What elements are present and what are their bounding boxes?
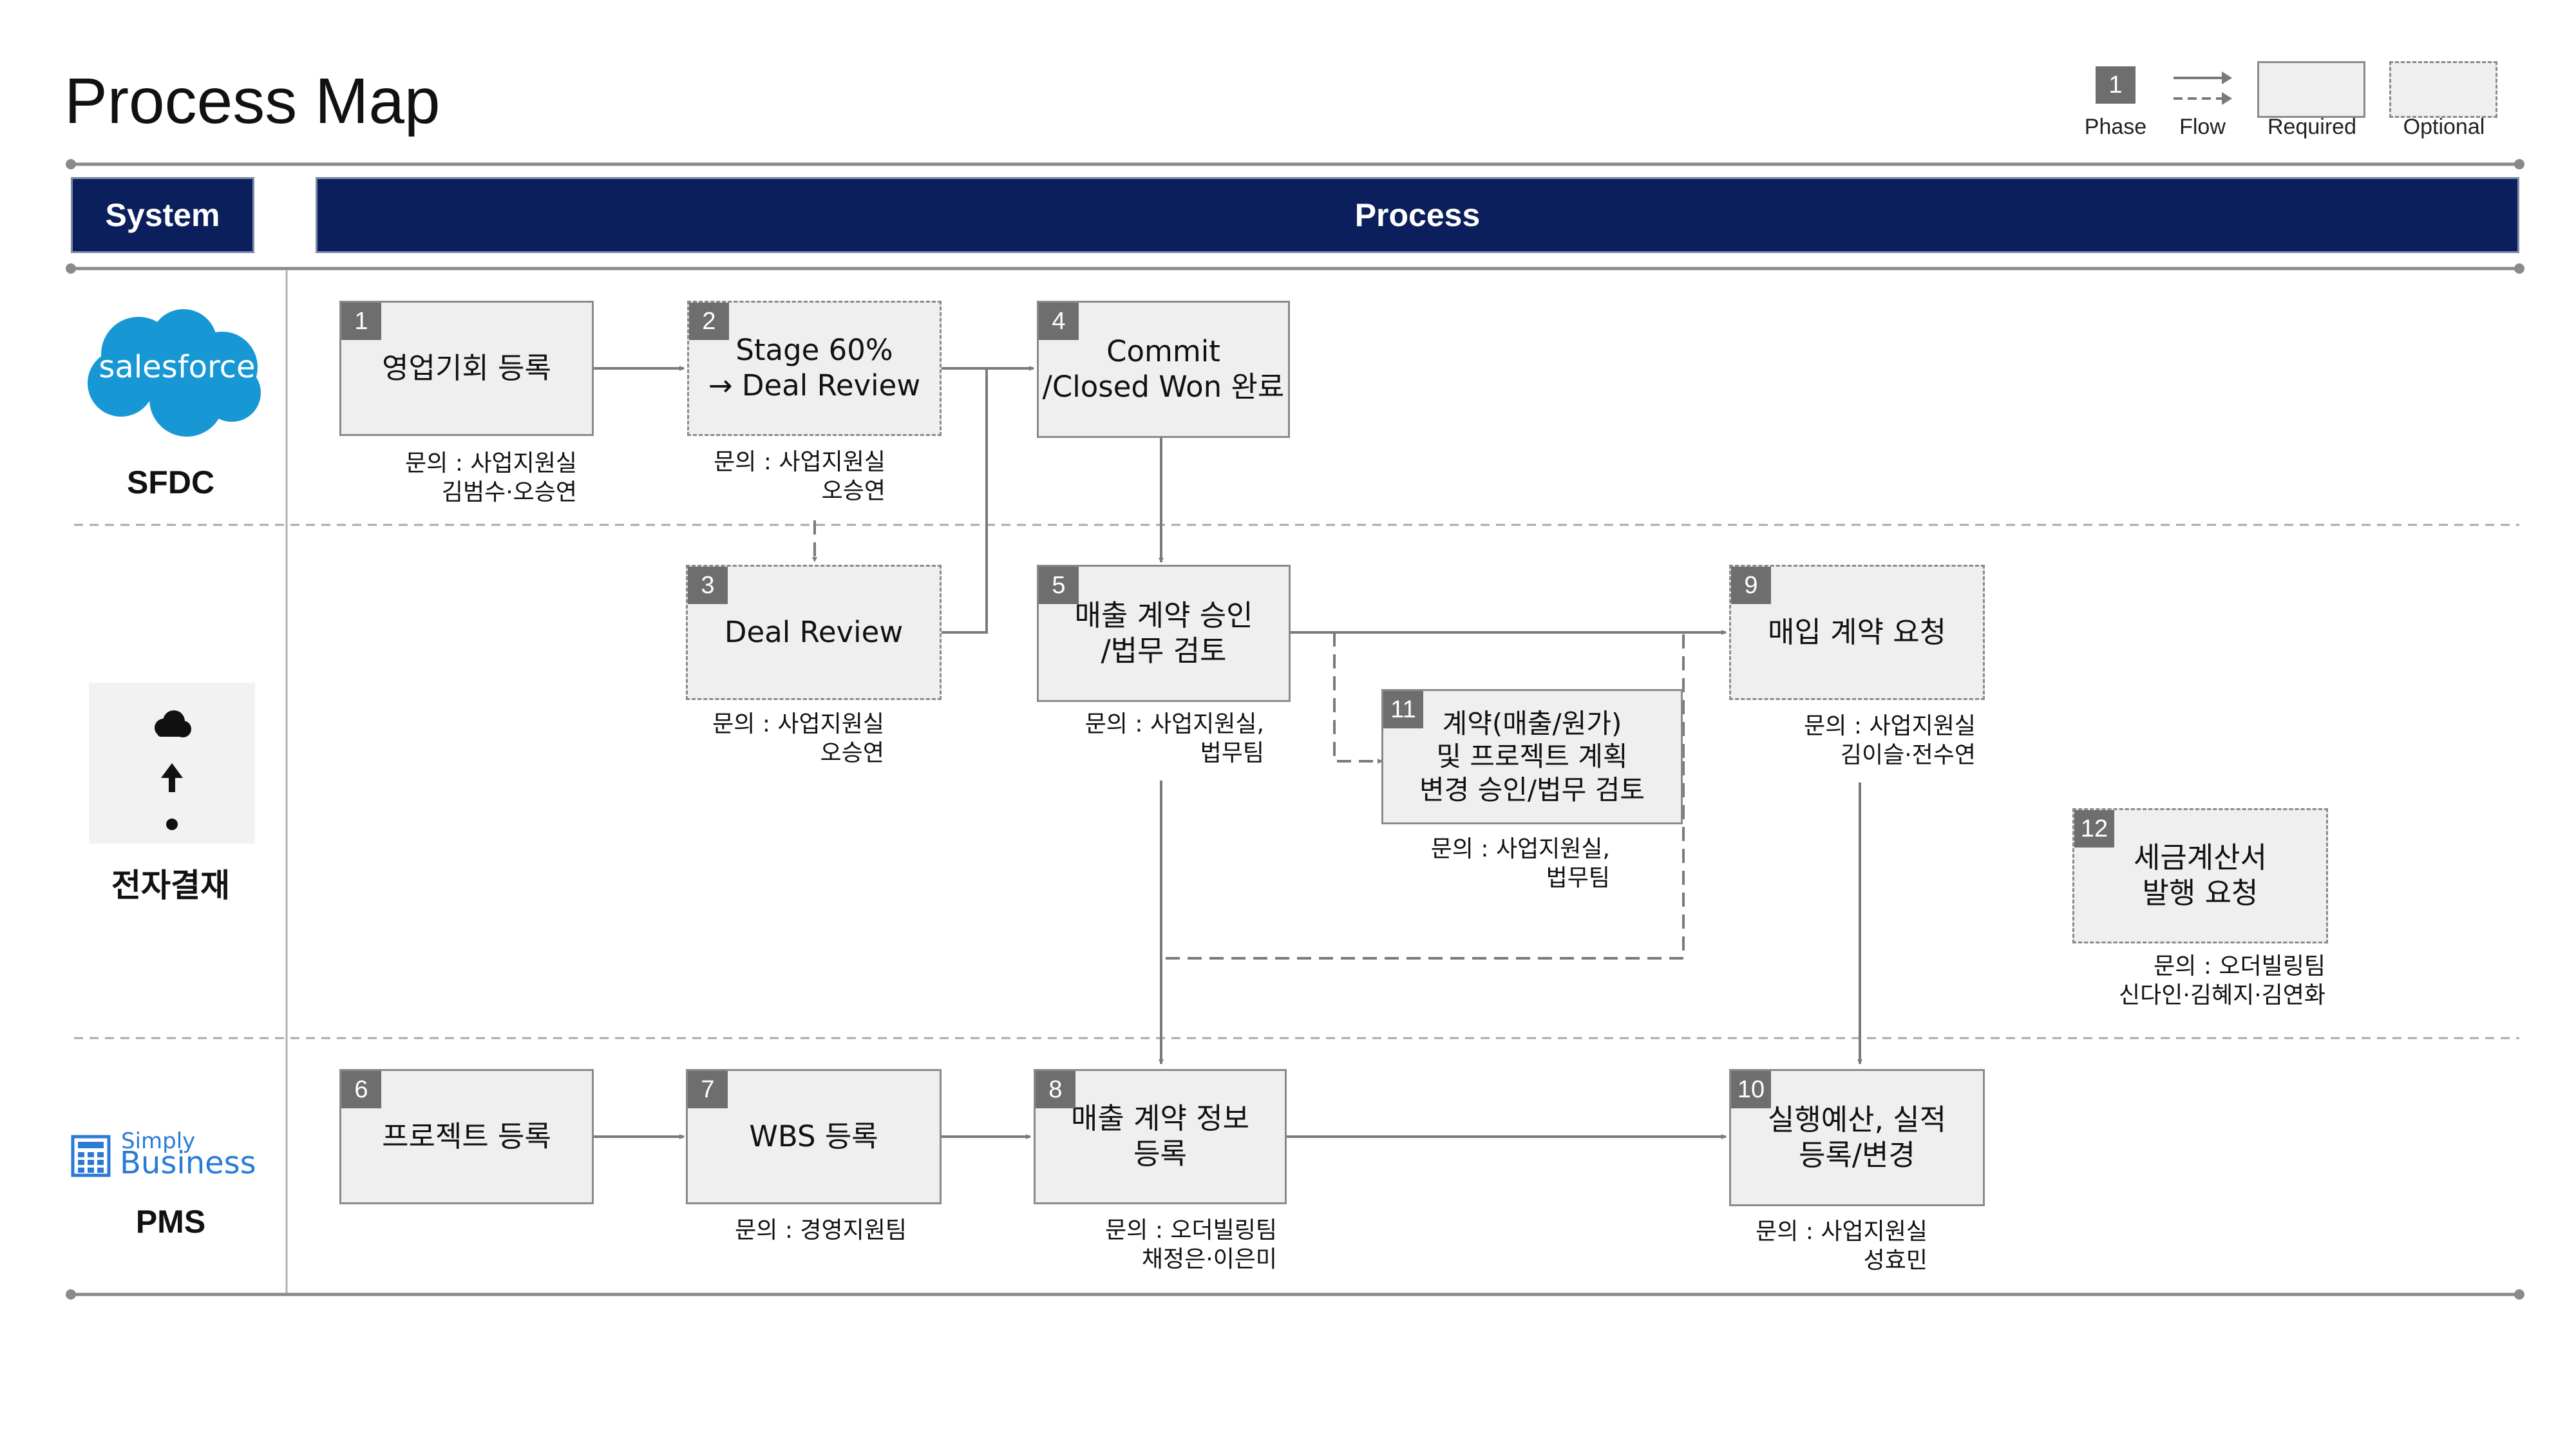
legend: 1 Phase Flow Required Optional (2061, 61, 2524, 151)
step-11-box[interactable]: 계약(매출/원가) 및 프로젝트 계획 변경 승인/법무 검토 (1381, 689, 1683, 824)
step-3-box[interactable]: Deal Review (686, 565, 942, 700)
step-8-note: 문의 : 오더빌링팀 채정은·이은미 (1105, 1217, 1277, 1273)
step-6-box[interactable]: 프로젝트 등록 (339, 1069, 594, 1204)
step-7-label: WBS 등록 (749, 1119, 878, 1153)
step-6-badge: 6 (341, 1071, 381, 1108)
step-10-badge: 10 (1731, 1071, 1771, 1108)
step-10-note: 문의 : 사업지원실 성효민 (1756, 1218, 1927, 1274)
step-3-label: Deal Review (724, 614, 904, 649)
system-header: System (71, 177, 254, 253)
step-9-note: 문의 : 사업지원실 김이슬·전수연 (1804, 713, 1976, 768)
legend-flow-label: Flow (2179, 115, 2226, 139)
step-7-badge: 7 (688, 1071, 728, 1108)
calculator-icon (71, 1135, 111, 1177)
step-1-box[interactable]: 영업기회 등록 (339, 301, 594, 436)
step-5-label: 매출 계약 승인 /법무 검토 (1074, 598, 1253, 668)
step-5-badge: 5 (1039, 567, 1079, 604)
legend-optional-label: Optional (2403, 115, 2485, 139)
step-8-box[interactable]: 매출 계약 정보 등록 (1034, 1069, 1287, 1204)
system-name-pms: PMS (135, 1204, 206, 1240)
simply-business-logo-line1: Simply (121, 1128, 196, 1154)
step-1-badge: 1 (341, 303, 381, 340)
step-1-note: 문의 : 사업지원실 김범수·오승연 (405, 450, 577, 506)
step-10-box[interactable]: 실행예산, 실적 등록/변경 (1729, 1069, 1985, 1206)
step-11-note: 문의 : 사업지원실, 법무팀 (1430, 836, 1610, 891)
step-9-box[interactable]: 매입 계약 요청 (1729, 565, 1985, 700)
step-12-badge: 12 (2074, 810, 2114, 848)
step-10-label: 실행예산, 실적 등록/변경 (1767, 1102, 1946, 1172)
legend-required-label: Required (2268, 115, 2356, 139)
step-11-label: 계약(매출/원가) 및 프로젝트 계획 변경 승인/법무 검토 (1419, 708, 1645, 806)
process-header: Process (316, 177, 2519, 253)
legend-phase-badge: 1 (2096, 66, 2136, 104)
step-12-note: 문의 : 오더빌링팀 신다인·김혜지·김연화 (2119, 953, 2325, 1009)
system-name-approval: 전자결재 (111, 867, 230, 904)
step-11-badge: 11 (1383, 691, 1423, 728)
step-2-badge: 2 (689, 303, 729, 340)
legend-optional-swatch (2389, 61, 2497, 118)
step-5-note: 문의 : 사업지원실, 법무팀 (1084, 711, 1264, 766)
cloud-upload-icon (155, 710, 191, 830)
step-5-box[interactable]: 매출 계약 승인 /법무 검토 (1037, 565, 1291, 702)
flow-arrows-icon (2174, 71, 2232, 105)
step-2-note: 문의 : 사업지원실 오승연 (714, 449, 886, 504)
step-7-note: 문의 : 경영지원팀 (735, 1217, 907, 1244)
step-1-label: 영업기회 등록 (382, 350, 551, 385)
step-2-label: Stage 60% → Deal Review (708, 333, 921, 402)
step-7-box[interactable]: WBS 등록 (686, 1069, 942, 1204)
salesforce-logo-text: salesforce (99, 349, 256, 385)
simply-business-logo-line2: Business (120, 1145, 256, 1181)
legend-phase-label: Phase (2084, 115, 2147, 139)
salesforce-logo (88, 309, 261, 437)
approval-logo (89, 683, 255, 844)
legend-required-swatch (2257, 61, 2365, 118)
step-2-box[interactable]: Stage 60% → Deal Review (687, 301, 942, 436)
step-12-label: 세금계산서 발행 요청 (2133, 840, 2267, 910)
step-3-badge: 3 (688, 567, 728, 604)
step-8-label: 매출 계약 정보 등록 (1070, 1101, 1249, 1171)
step-4-badge: 4 (1039, 303, 1079, 340)
step-9-label: 매입 계약 요청 (1767, 614, 1946, 649)
step-9-badge: 9 (1731, 567, 1771, 604)
step-8-badge: 8 (1036, 1071, 1075, 1108)
step-4-box[interactable]: Commit /Closed Won 완료 (1037, 301, 1290, 438)
step-6-label: 프로젝트 등록 (382, 1119, 551, 1153)
step-4-label: Commit /Closed Won 완료 (1042, 334, 1285, 404)
page-title: Process Map (64, 65, 440, 137)
system-name-sfdc: SFDC (126, 464, 215, 500)
step-3-note: 문의 : 사업지원실 오승연 (712, 711, 884, 766)
step-12-box[interactable]: 세금계산서 발행 요청 (2072, 808, 2328, 943)
